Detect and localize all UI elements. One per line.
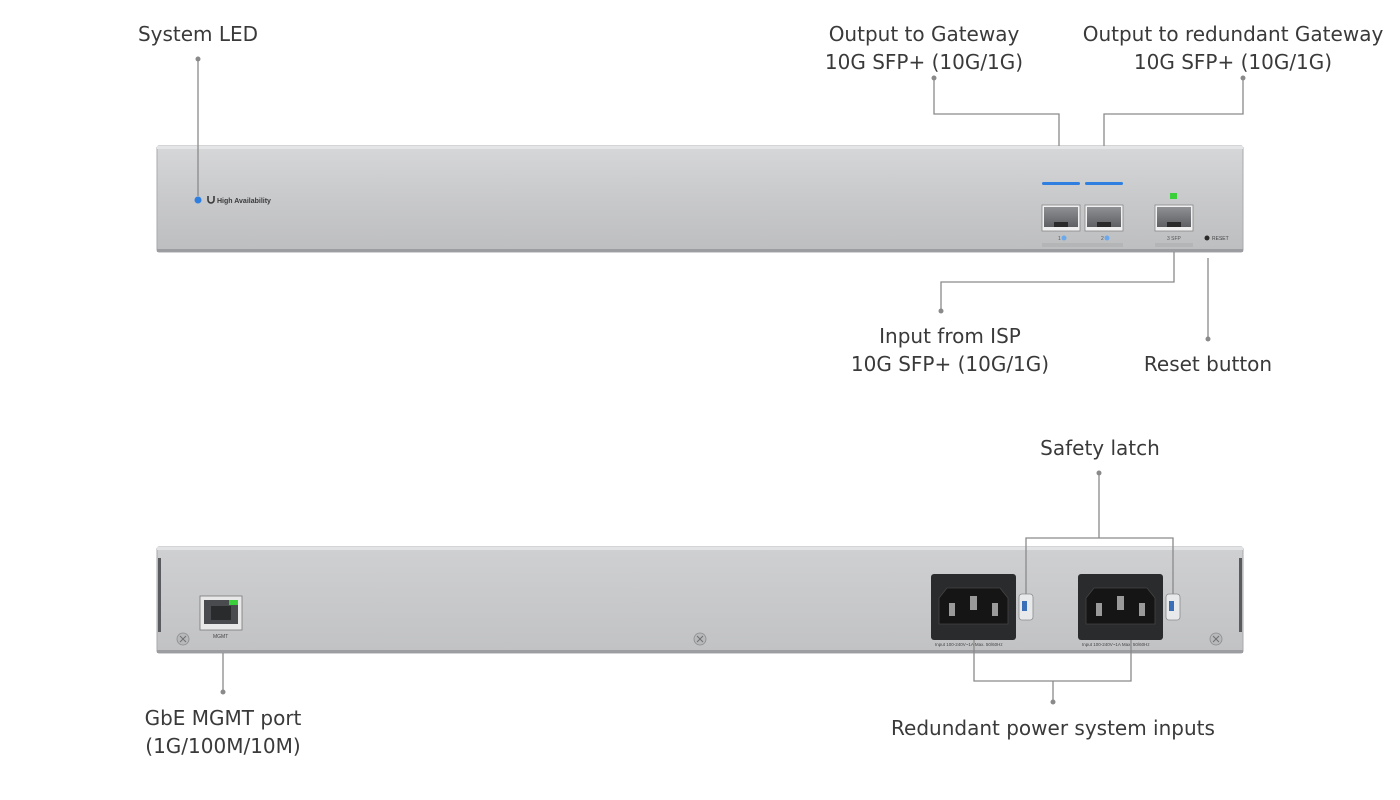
power-spec-2: Input 100-240V~1A Max. 50/60Hz [1082, 642, 1150, 647]
screw-icon [176, 632, 190, 646]
rear-panel: MGMT Input 100-240V~1A Max. 50/60Hz [156, 546, 1244, 654]
front-panel: High Availability 1 2 3 SFP [156, 145, 1244, 253]
system-led-indicator [194, 196, 202, 204]
label-system-led: System LED [137, 22, 259, 46]
sfp-port-3[interactable] [1154, 204, 1194, 232]
port2-status-bar [1085, 182, 1123, 185]
sfp-port-2[interactable] [1084, 204, 1124, 232]
port2-label: 2 [1101, 236, 1104, 242]
label-power-inputs: Redundant power system inputs [891, 716, 1215, 740]
label-mgmt-port: GbE MGMT port (1G/100M/10M) [144, 706, 302, 758]
front-leader-dots [195, 56, 1246, 342]
power-spec-1: Input 100-240V~1A Max. 50/60Hz [935, 642, 1003, 647]
safety-latch-2[interactable] [1165, 593, 1181, 621]
label-input-isp: Input from ISP 10G SFP+ (10G/1G) [850, 324, 1050, 376]
port1-status-bar [1042, 182, 1080, 185]
power-inlet-1[interactable] [931, 574, 1016, 640]
label-output-redundant-gateway: Output to redundant Gateway 10G SFP+ (10… [1082, 22, 1384, 74]
rear-leader-dots [220, 470, 1102, 705]
front-leader-lines [197, 59, 1244, 339]
brand-text: High Availability [217, 198, 271, 205]
screw-icon [693, 632, 707, 646]
safety-latch-1[interactable] [1018, 593, 1034, 621]
reset-button[interactable] [1204, 235, 1210, 241]
brand-logo-icon [207, 196, 215, 204]
mgmt-label: MGMT [213, 634, 228, 640]
mgmt-port[interactable] [199, 595, 243, 631]
port1-label: 1 [1058, 236, 1061, 242]
sfp-port-1[interactable] [1041, 204, 1081, 232]
label-safety-latch: Safety latch [1040, 436, 1160, 460]
label-reset-button: Reset button [1143, 352, 1273, 376]
rear-leader-lines [222, 473, 1174, 702]
port3-label: 3 SFP [1167, 236, 1182, 242]
reset-label: RESET [1212, 236, 1229, 242]
port3-status-led [1170, 193, 1177, 199]
label-output-gateway: Output to Gateway 10G SFP+ (10G/1G) [824, 22, 1024, 74]
power-inlet-2[interactable] [1078, 574, 1163, 640]
screw-icon [1209, 632, 1223, 646]
